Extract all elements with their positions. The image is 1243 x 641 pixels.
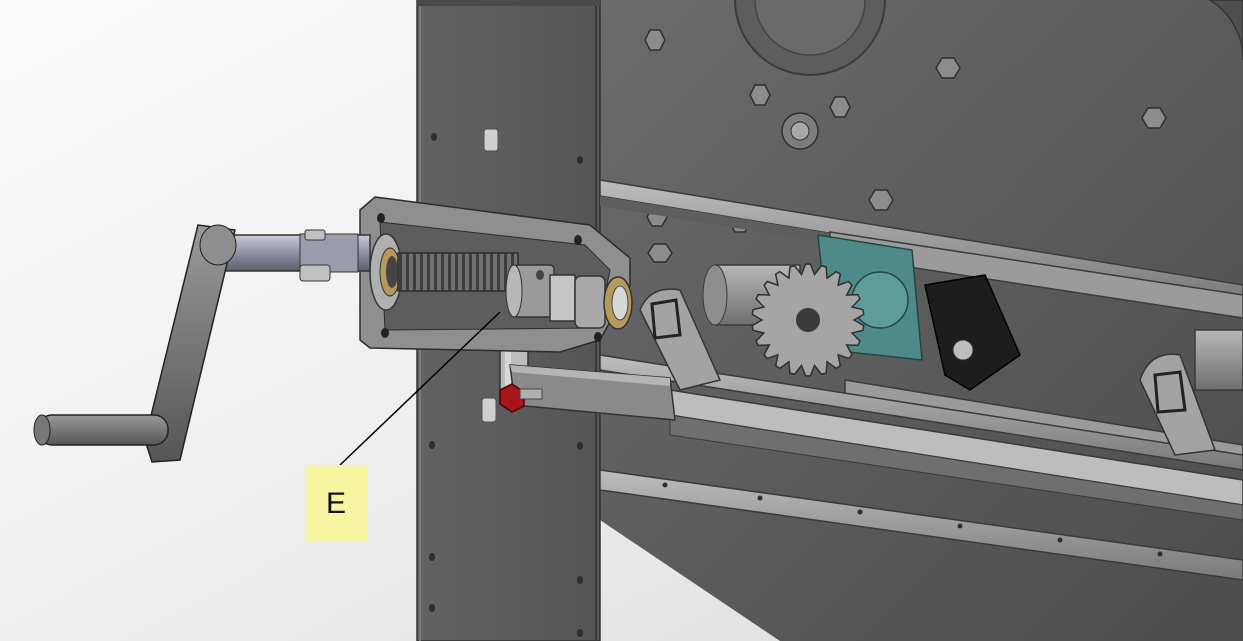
- washer: [781, 112, 819, 150]
- hex-nuts: [644, 29, 1167, 263]
- sprocket-hub: [796, 308, 820, 332]
- sprocket: [751, 263, 865, 377]
- plate-stud: [481, 128, 499, 423]
- red-cap: [499, 383, 543, 413]
- tensioner-box: [924, 274, 1021, 391]
- shaft-coupling: [549, 274, 633, 330]
- lower-rail: [599, 354, 1243, 581]
- crank-arm: [144, 224, 237, 463]
- lever-arm: [509, 364, 676, 421]
- crank-shaft: [209, 229, 371, 282]
- callout-leader-line: [339, 311, 501, 466]
- roller-bracket: [639, 288, 1217, 456]
- lead-screw: [397, 252, 519, 292]
- flange-bearing: [369, 233, 403, 311]
- machine-housing: [600, 0, 1243, 641]
- callout-label-e: E: [305, 465, 367, 542]
- crank-handle: [33, 414, 169, 446]
- rail-holes: [662, 482, 1163, 557]
- screw-nut-block: [505, 264, 555, 318]
